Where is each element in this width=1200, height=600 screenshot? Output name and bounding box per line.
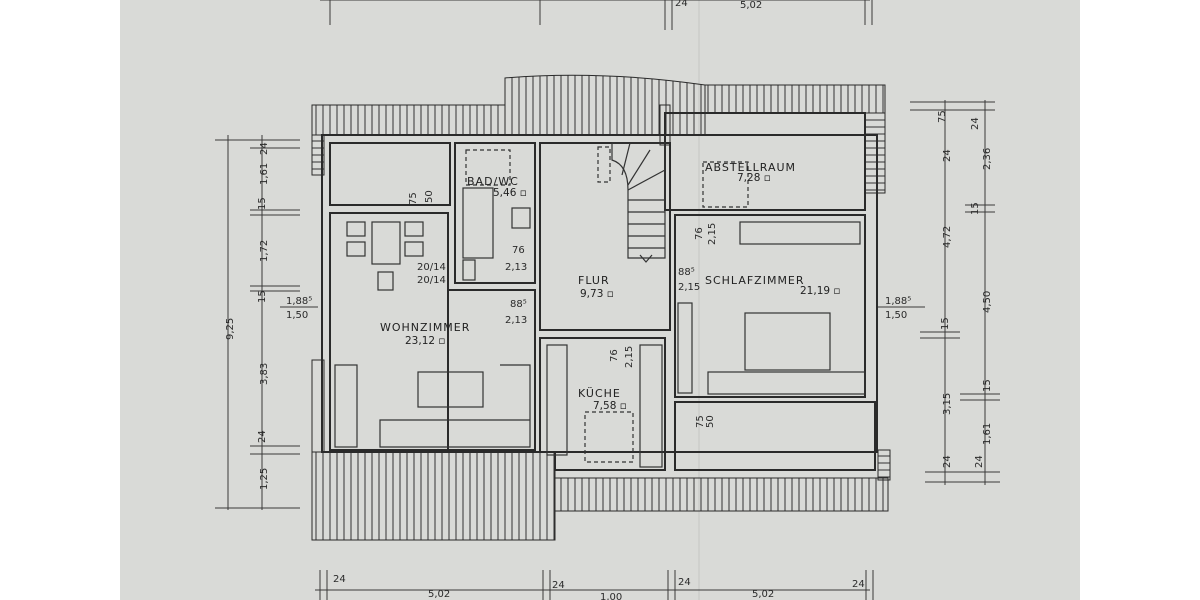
door-height: 2,15 bbox=[707, 223, 718, 245]
dim-bottom: 1,00 bbox=[600, 592, 622, 600]
door-width: 76 bbox=[609, 349, 620, 362]
door-height: 50 bbox=[705, 415, 716, 428]
dim-right-outer: 2,36 bbox=[982, 148, 993, 170]
door-height: 2,15 bbox=[624, 346, 635, 368]
dim-left-total: 9,25 bbox=[225, 318, 236, 340]
furniture bbox=[334, 149, 866, 468]
room-name-schlafzimmer: SCHLAFZIMMER bbox=[705, 274, 805, 287]
dimension-labels: 24 5,02 24 5,02 24 1,00 24 5,02 24 9,25 … bbox=[225, 0, 993, 600]
dimension-lines bbox=[215, 0, 1000, 600]
room-area-flur: 9,73 ▫ bbox=[580, 288, 614, 300]
room-name-abstellraum: ABSTELLRAUM bbox=[705, 161, 796, 174]
room-name-flur: FLUR bbox=[578, 274, 610, 287]
door-height: 2,13 bbox=[505, 315, 527, 326]
window-height: 1,50 bbox=[885, 310, 907, 321]
door-width: 88⁵ bbox=[678, 267, 695, 278]
window-height: 1,50 bbox=[286, 310, 308, 321]
dim-left: 3,83 bbox=[259, 363, 270, 385]
staircase bbox=[597, 142, 666, 263]
dim-right-outer: 24 bbox=[974, 455, 985, 468]
room-area-schlafzimmer: 21,19 ▫ bbox=[800, 285, 841, 297]
window-width: 1,88⁵ bbox=[885, 296, 911, 307]
dim-right-outer: 75 bbox=[937, 110, 948, 123]
dim-left: 24 bbox=[259, 142, 270, 155]
dim-left: 1,61 bbox=[259, 163, 270, 185]
dim-left: 24 bbox=[257, 430, 268, 443]
opening-labels: 75 50 20/14 20/14 76 2,13 88⁵ 2,13 76 2,… bbox=[280, 190, 925, 428]
room-area-bad: 5,46 ▫ bbox=[493, 187, 527, 199]
dim-right: 3,15 bbox=[942, 393, 953, 415]
roof-hatching bbox=[311, 74, 891, 541]
dim-right: 24 bbox=[942, 455, 953, 468]
dim-bottom: 24 bbox=[552, 580, 565, 591]
room-name-kueche: KÜCHE bbox=[578, 387, 621, 400]
dim-top: 24 bbox=[675, 0, 688, 9]
dim-right-outer: 1,61 bbox=[982, 423, 993, 445]
dim-bottom: 24 bbox=[852, 579, 865, 590]
dim-left: 15 bbox=[257, 197, 268, 210]
door-width: 76 bbox=[694, 227, 705, 240]
door-width: 76 bbox=[512, 245, 525, 256]
dim-left: 1,25 bbox=[259, 468, 270, 490]
room-name-wohnzimmer: WOHNZIMMER bbox=[380, 321, 470, 334]
dim-bottom: 24 bbox=[678, 577, 691, 588]
window-width: 1,88⁵ bbox=[286, 296, 312, 307]
dim-right: 24 bbox=[942, 149, 953, 162]
dim-left: 15 bbox=[257, 290, 268, 303]
dim-right-outer: 15 bbox=[982, 379, 993, 392]
door-height: 50 bbox=[424, 190, 435, 203]
dim-right: 4,72 bbox=[942, 226, 953, 248]
dim-right-outer: 15 bbox=[970, 202, 981, 215]
dim-left: 1,72 bbox=[259, 240, 270, 262]
dim-right-outer: 4,50 bbox=[982, 291, 993, 313]
dim-bottom: 5,02 bbox=[428, 589, 450, 600]
door-height: 2,15 bbox=[678, 282, 700, 293]
room-labels: BAD/WC 5,46 ▫ FLUR 9,73 ▫ WOHNZIMMER 23,… bbox=[380, 161, 841, 412]
dim-right-outer: 24 bbox=[970, 117, 981, 130]
dim-top: 5,02 bbox=[740, 0, 762, 11]
room-area-kueche: 7,58 ▫ bbox=[593, 400, 627, 412]
dim-right: 15 bbox=[940, 317, 951, 330]
paper-fold bbox=[698, 0, 700, 600]
door-width: 75 bbox=[695, 415, 706, 428]
door-width: 88⁵ bbox=[510, 299, 527, 310]
room-area-abstellraum: 7,28 ▫ bbox=[737, 172, 771, 184]
dim-bottom: 5,02 bbox=[752, 589, 774, 600]
room-area-wohnzimmer: 23,12 ▫ bbox=[405, 335, 446, 347]
room-name-bad: BAD/WC bbox=[467, 175, 519, 188]
door-width: 75 bbox=[408, 192, 419, 205]
window-size: 20/14 bbox=[417, 275, 446, 286]
dim-bottom: 24 bbox=[333, 574, 346, 585]
door-height: 2,13 bbox=[505, 262, 527, 273]
window-size: 20/14 bbox=[417, 262, 446, 273]
walls bbox=[321, 112, 878, 471]
